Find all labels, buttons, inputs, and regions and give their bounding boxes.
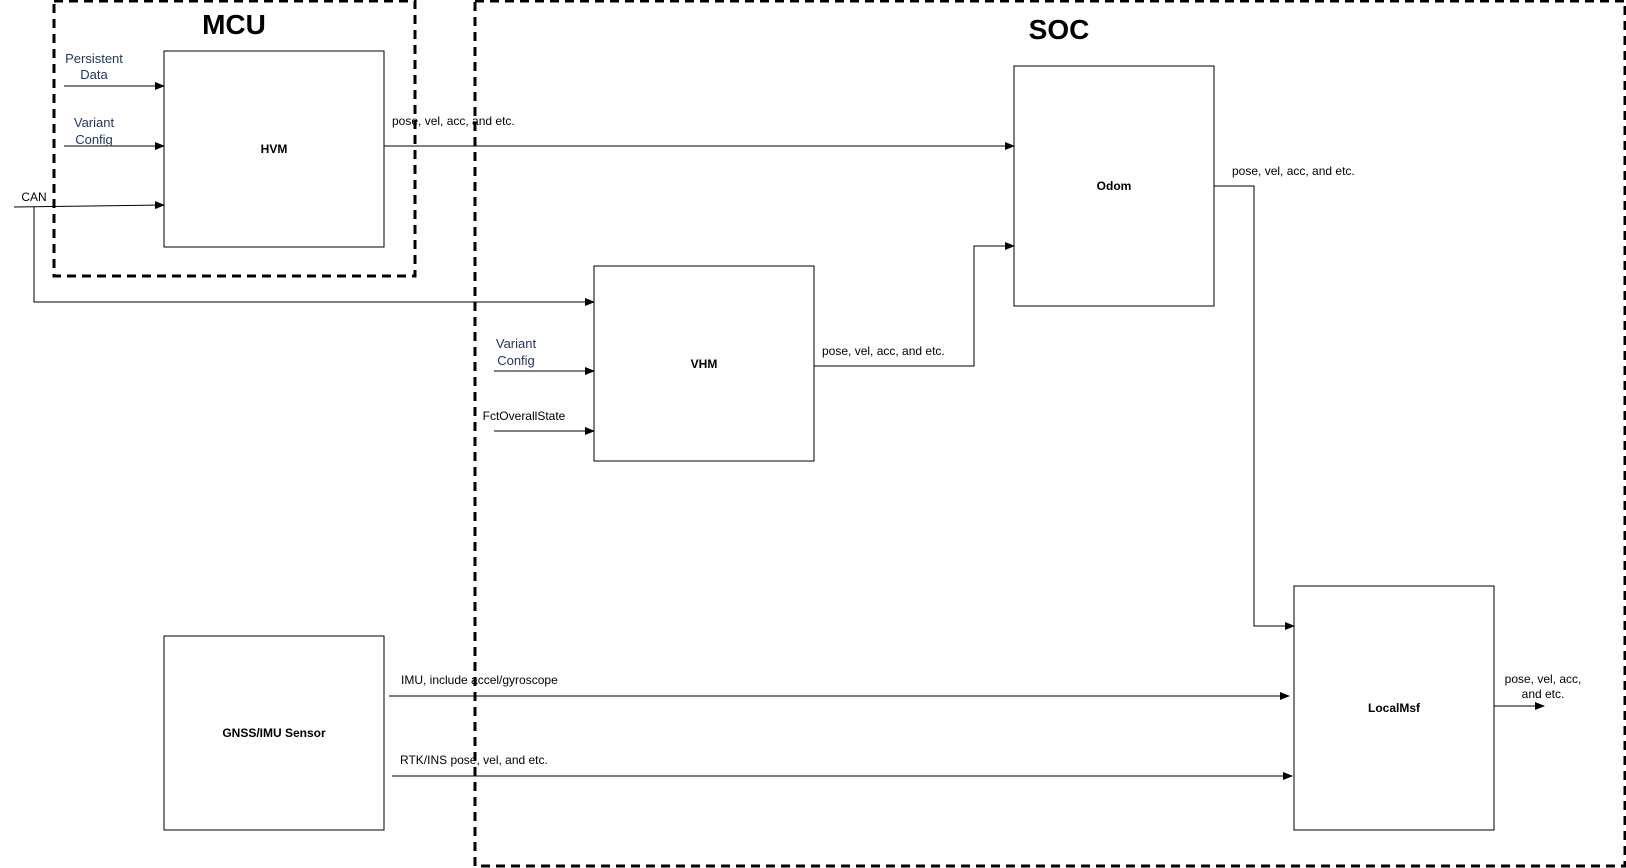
gnss-imu-sensor-label: GNSS/IMU Sensor [222, 726, 326, 740]
localmsf-output-label-line1: pose, vel, acc, [1505, 672, 1582, 686]
persistent-data-label-line2: Data [80, 67, 108, 82]
mcu-title: MCU [202, 9, 266, 40]
vhm-block[interactable] [593, 265, 815, 462]
hvm-to-odom-label: pose, vel, acc, and etc. [392, 114, 515, 128]
vhm-label: VHM [691, 357, 718, 371]
vhm-to-odom-arrow [814, 242, 1015, 367]
rtk-ins-label: RTK/INS pose, vel, and etc. [400, 753, 548, 767]
odom-to-localmsf-arrow [1214, 185, 1295, 630]
can-to-hvm-arrow [13, 201, 165, 210]
vhm-to-odom-label: pose, vel, acc, and etc. [822, 344, 945, 358]
localmsf-output-label-line2: and etc. [1522, 687, 1565, 701]
fct-overall-state-label: FctOverallState [483, 409, 566, 423]
odom-label: Odom [1097, 179, 1132, 193]
can-to-vhm-arrow [33, 207, 595, 306]
localmsf-label: LocalMsf [1368, 701, 1421, 715]
soc-region [473, 0, 1626, 868]
hvm-variant-config-label-line1: Variant [74, 115, 115, 130]
persistent-data-label-line1: Persistent [65, 51, 123, 66]
can-label: CAN [21, 190, 46, 204]
imu-label: IMU, include accel/gyroscope [401, 673, 558, 687]
vhm-variant-config-label-line1: Variant [496, 336, 537, 351]
odom-to-localmsf-label: pose, vel, acc, and etc. [1232, 164, 1355, 178]
gnss-imu-sensor-block[interactable] [163, 635, 385, 831]
mcu-region [52, 0, 417, 278]
hvm-variant-config-label-line2: Config [75, 132, 113, 147]
hvm-label: HVM [261, 142, 288, 156]
hvm-block[interactable] [163, 50, 385, 248]
soc-title: SOC [1029, 14, 1090, 45]
vhm-variant-config-label-line2: Config [497, 353, 535, 368]
localmsf-block[interactable] [1293, 585, 1495, 831]
